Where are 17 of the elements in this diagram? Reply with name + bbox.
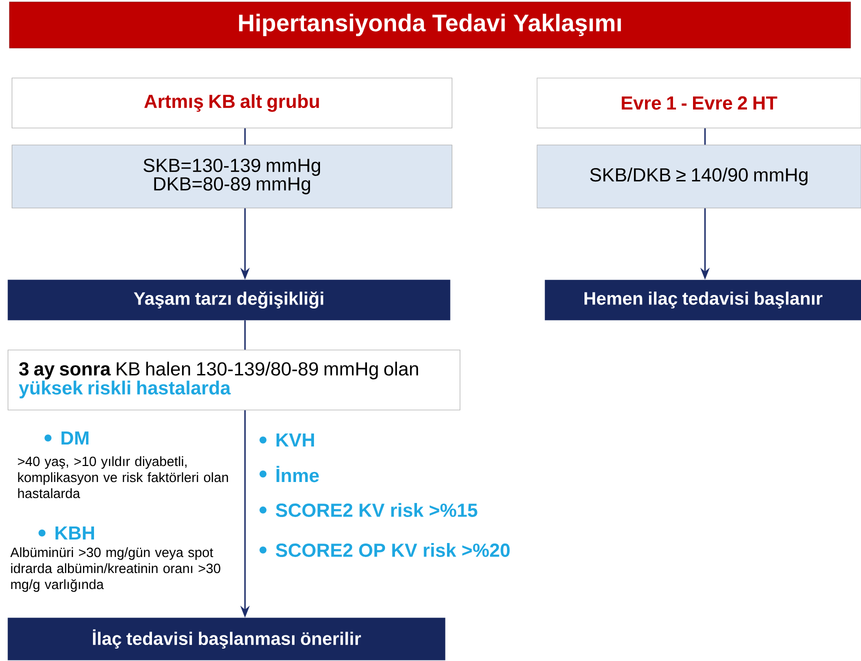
- action-box: İlaç tedavisi başlanması önerilir: [8, 618, 446, 660]
- title-banner: Hipertansiyonda Tedavi Yaklaşımı: [9, 2, 851, 48]
- group-header-box: Artmış KB alt grubu: [12, 78, 452, 128]
- criteria-text: >40 yaş, >10 yıldır diyabetli, komplikasyon ve risk faktörleri olan hastalarda: [18, 456, 228, 498]
- bullet-item: SCORE2 OP KV risk >%20: [260, 543, 510, 557]
- value-box: SKB/DKB ≥ 140/90 mmHg: [536, 144, 861, 208]
- action-box: Yaşam tarzı değişikliği: [8, 280, 450, 320]
- condition-box: 3 ay sonra KB halen 130-139/80-89 mmHg olan yüksek riskli hastalarda: [8, 350, 460, 410]
- criteria-text: Albüminüri >30 mg/gün veya spot idrarda albümin/kreatinin oranı >30 mg/g varlığında: [10, 547, 220, 592]
- bullet-item: DM: [44, 432, 88, 445]
- bullet-item: KBH: [38, 526, 94, 540]
- bullet-item: SCORE2 KV risk >%15: [260, 503, 478, 517]
- group-header-box: Evre 1 - Evre 2 HT: [536, 78, 861, 128]
- bullet-item: İnme: [260, 466, 319, 482]
- bullet-item: KVH: [260, 434, 314, 447]
- action-box: Hemen ilaç tedavisi başlanır: [544, 280, 861, 320]
- value-box: SKB=130-139 mmHg DKB=80-89 mmHg: [12, 144, 452, 208]
